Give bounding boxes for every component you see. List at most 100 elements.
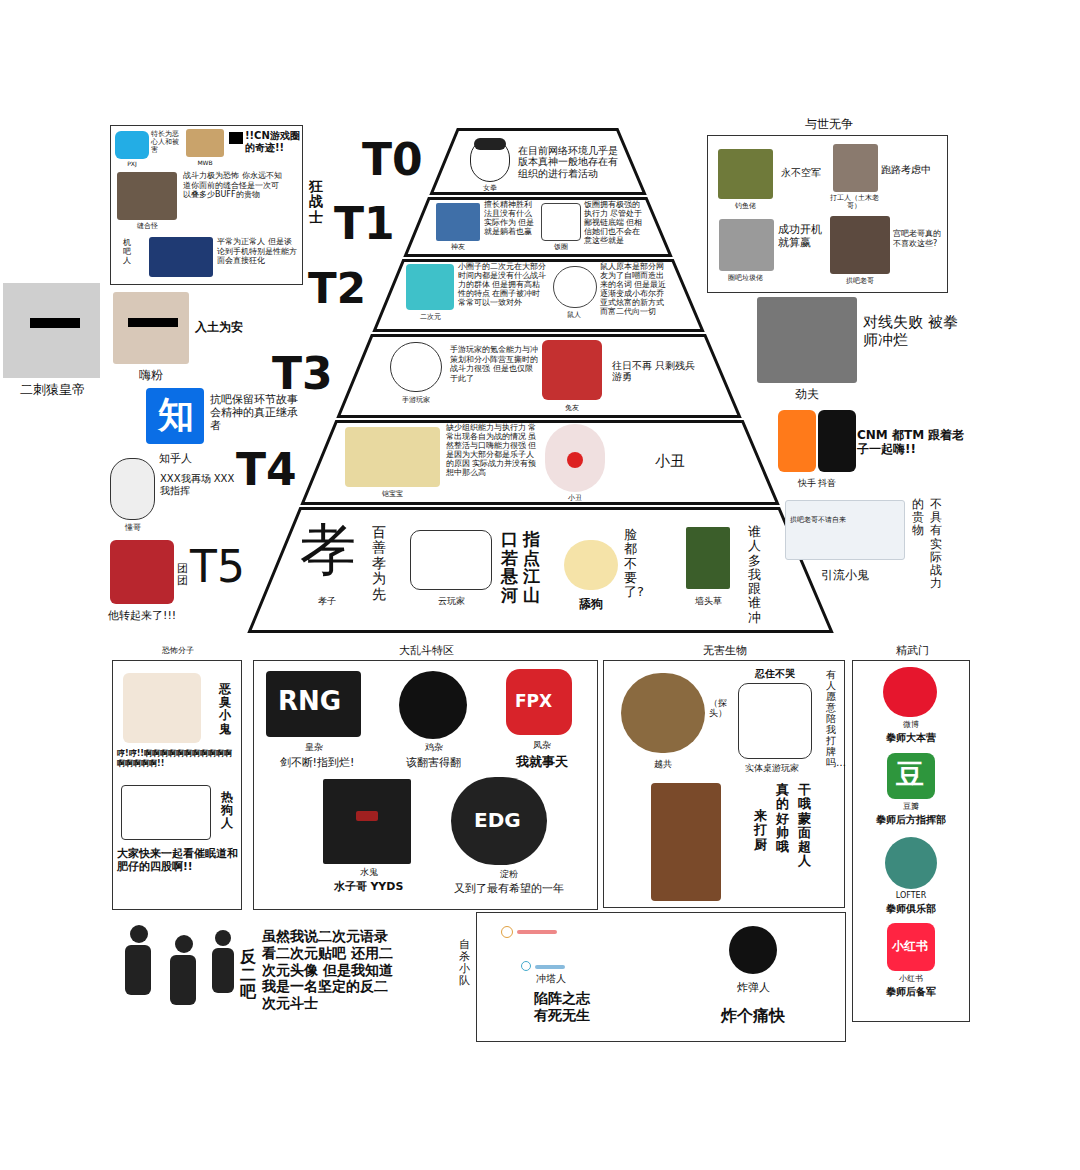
- tier-band: T2二次元小圈子的二次元在大部分时间内都是没有什么战斗力的群体 但是拥有高粘性的…: [373, 259, 704, 332]
- logo-text: EDG: [474, 808, 521, 832]
- caption-text: 铠宝宝: [345, 490, 440, 498]
- icon-picture: [729, 926, 777, 974]
- caption-text: 手游玩家: [384, 396, 448, 404]
- group-heading: 精武门: [853, 644, 971, 657]
- meme-item: 恶臭小鬼哼!哼!!啊啊啊啊啊啊啊啊啊啊啊啊啊啊啊啊!!: [115, 669, 241, 775]
- caption-text: 钓鱼佬: [716, 202, 775, 210]
- note-text: 拳师后方指挥部: [861, 814, 961, 826]
- note-text: 云玩家: [410, 596, 492, 607]
- icon-picture: [521, 961, 531, 971]
- icon-picture: [149, 237, 213, 277]
- caption-text: MWB: [186, 159, 224, 166]
- icon-picture: [356, 811, 378, 821]
- group-heading: 恐怖分子: [113, 646, 243, 656]
- note-text: 鼠人原本是部分网友为了自嘲而造出来的名词 但是最近逐渐变成小布尔乔亚式炫富的新方…: [600, 262, 670, 316]
- group-heading: 自杀小队: [459, 939, 470, 987]
- meme-item: 二次元小圈子的二次元在大部分时间内都是没有什么战斗力的群体 但是拥有高粘性的特点…: [402, 261, 550, 331]
- note-text: 平常为正常人 但是谈论到手机特别是性能方面会直接狂化: [217, 237, 299, 266]
- icon-picture: [229, 132, 243, 144]
- tier-label: T2: [308, 268, 366, 310]
- meme-item: 忍住不哭实体桌游玩家有人愿意陪我打牌吗…: [734, 665, 842, 785]
- note-text: 小圈子的二次元在大部分时间内都是没有什么战斗力的群体 但是拥有高粘性的特点 在圈…: [458, 262, 548, 307]
- icon-picture: [553, 266, 597, 308]
- caption-text: 反二吧: [240, 948, 256, 1001]
- note-text: XXX我再场 XXX我指挥: [160, 473, 235, 497]
- caption-text: PXJ: [113, 160, 151, 167]
- group-box: 狂战士PXJ特长为恶心人和被害MWB!!CN游戏圈的奇迹!!缝合怪战斗力极为恐怖…: [110, 125, 303, 285]
- icon-picture: [778, 410, 816, 472]
- note-text: 缺少组织能力与执行力 常常出现各自为战的情况 虽然整活与口嗨能力很强 但是因为大…: [446, 423, 540, 477]
- icon-picture: [501, 926, 513, 938]
- icon-picture: [110, 540, 174, 604]
- icon-picture: [186, 129, 224, 157]
- icon-picture: [175, 935, 193, 953]
- tier-label: T1: [334, 202, 395, 246]
- band-shape: [406, 199, 671, 256]
- caption-text: 淀粉: [426, 869, 591, 880]
- meme-item: 小红书拳师后备军: [861, 921, 961, 1011]
- meme-item: 凤杂我就事天: [494, 668, 589, 772]
- caption-text: 指点江山: [523, 530, 540, 605]
- note-text: 手游玩家的氪金能力与冲策划和分小阵营互撕时的战斗力很强 但是也仅限于此了: [450, 345, 540, 383]
- icon-picture: [621, 673, 705, 753]
- icon-picture: [406, 264, 454, 310]
- meme-item: 炸弹人炸个痛快: [701, 919, 821, 1037]
- note-text: 引流小鬼: [785, 568, 905, 582]
- group-box: 无害生物（探头）越共忍住不哭实体桌游玩家有人愿意陪我打牌吗…干哦 蒙面超人真的好…: [603, 660, 845, 908]
- tier-band: T5孝百善孝为先孝子指点江山口若悬河云玩家脸都不要了?舔狗谁人多我跟谁冲墙头草: [248, 507, 833, 633]
- caption-text: 谁人多我跟谁冲: [748, 525, 761, 625]
- logo-text: 豆: [896, 758, 924, 792]
- icon-picture: [345, 427, 440, 487]
- icon-picture: [719, 219, 774, 271]
- icon-picture: [542, 340, 602, 400]
- meme-item: 打工人（土木老哥）跑路考虑中: [823, 141, 947, 211]
- tier-band: T1神友擅长精神胜利法且没有什么实际作为 但是就是躺着也赢饭圈饭圈拥有极强的执行…: [404, 197, 672, 257]
- icon-picture: [818, 410, 856, 472]
- group-heading: 与世无争: [708, 117, 949, 131]
- meme-item: 指点江山口若悬河云玩家: [406, 524, 546, 612]
- note-text: 真的好帅哦: [776, 783, 789, 854]
- caption-text: 兔友: [540, 404, 604, 412]
- icon-picture: [833, 144, 878, 192]
- meme-item: 手游玩家 手游玩家的氪金能力与冲策划和分小阵营互撕时的战斗力很强 但是也仅限于此了: [384, 338, 542, 414]
- icon-picture: [170, 955, 196, 1005]
- meme-item: 圈吧垃圾佬 成功开机就算赢: [714, 216, 826, 288]
- group-box: 自杀小队冲塔人陷阵之志 有死无生炸弹人炸个痛快: [476, 912, 846, 1042]
- icon-picture: [110, 458, 155, 520]
- note-text: 拳师后备军: [861, 986, 961, 998]
- icon-picture: [117, 172, 177, 220]
- caption-text: 快手 抖音: [778, 478, 856, 489]
- caption-text: 团团: [177, 563, 188, 587]
- icon-picture: [686, 527, 730, 589]
- icon-picture: [123, 673, 201, 743]
- logo-text: 小红书: [892, 939, 928, 953]
- meme-item: 热狗人大家快来一起看催眠道和肥仔的四股啊!!: [115, 781, 241, 907]
- meme-item: 干哦 蒙面超人真的好帅哦来打厨: [646, 779, 841, 907]
- icon-picture: [323, 779, 411, 864]
- note-text: 饭圈拥有极强的执行力 尽管处于鄙视链底端 但相信她们也不会在意这些就是: [584, 200, 644, 245]
- meme-item: 兔友往日不再 只剩残兵游勇: [540, 338, 705, 416]
- tier-label: T0: [362, 138, 423, 182]
- icon-picture: [567, 452, 583, 468]
- caption-text: 劲夫: [757, 387, 857, 401]
- note-text: 成功开机就算赢: [778, 223, 824, 249]
- note-text: 永不空军: [781, 167, 821, 179]
- meme-item: 懂哥XXX我再场 XXX我指挥: [108, 455, 238, 535]
- meme-item: 脸都不要了?舔狗: [560, 524, 644, 620]
- caption-text: 小红书: [861, 974, 961, 984]
- caption-text: 神友: [434, 243, 482, 251]
- band-shape: [432, 130, 645, 194]
- caption-text: 机吧人: [123, 239, 131, 265]
- group-heading: 无害生物: [604, 644, 846, 657]
- caption-text: 圈吧垃圾佬: [714, 274, 776, 282]
- meme-item: MWB!!CN游戏圈的奇迹!!: [184, 128, 302, 170]
- note-text: 水子哥 YYDS: [316, 880, 421, 893]
- caption-text: 嗨粉: [113, 368, 189, 382]
- meme-item: 团团他转起来了!!!: [108, 537, 196, 629]
- tier-band: T4铠宝宝缺少组织能力与执行力 常常出现各自为战的情况 虽然整活与口嗨能力很强 …: [301, 420, 779, 505]
- meme-item: PXJ特长为恶心人和被害: [113, 129, 181, 169]
- note-text: 入土为安: [195, 320, 243, 334]
- caption-text: 炸弹人: [723, 981, 783, 994]
- meme-item: 淀粉又到了最有希望的一年: [426, 775, 591, 900]
- caption-text: 水鬼: [316, 867, 421, 878]
